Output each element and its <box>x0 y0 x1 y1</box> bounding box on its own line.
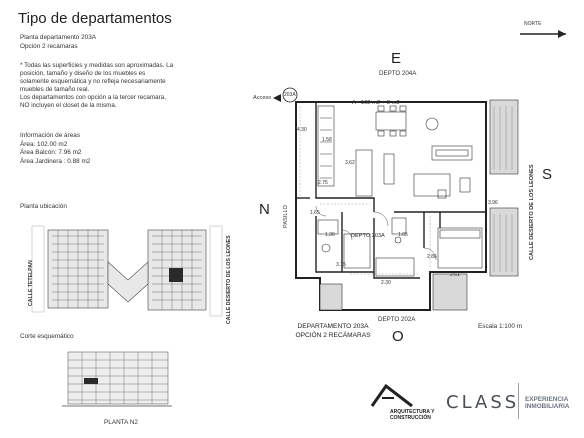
compass-north: N <box>259 201 270 218</box>
option-subtitle: Opción 2 recámaras <box>20 43 78 50</box>
dim-label: 1.58 <box>322 137 332 143</box>
area-tag: A= 102 m2 + 8 m2 <box>352 100 400 106</box>
coffee-table <box>413 173 451 197</box>
dim-label: 3.15 <box>336 262 346 268</box>
section-unit-marker <box>84 378 98 384</box>
area-heading: Información de áreas <box>20 132 81 139</box>
plan-subtitle: Planta departamento 203A <box>20 34 97 41</box>
access-label: Acceso <box>253 95 272 101</box>
balcony-lower <box>489 207 519 277</box>
note-line: muebles de tamaño real. <box>20 86 90 94</box>
area-info: Información de áreas Área: 102.00 m2 Áre… <box>20 132 90 167</box>
pasillo-label: PASILLO <box>283 205 289 228</box>
bed-main <box>437 227 483 269</box>
street-left-label: CALLE TETELPAN <box>28 260 34 306</box>
depto-mid-label: DEPTO 203A <box>351 233 385 239</box>
area-total: Área: 102.00 m2 <box>20 140 68 148</box>
page-title: Tipo de departamentos <box>18 10 172 27</box>
street-right-label: CALLE DESIERTO DE LOS LEONES <box>226 235 232 324</box>
note-line: NO incluyen el closet de la misma. <box>20 102 117 110</box>
section-heading: Corte esquemático <box>20 333 74 340</box>
caption-line2: OPCIÓN 2 RECÁMARAS <box>295 332 371 339</box>
section-drawing <box>62 351 172 407</box>
disclaimer-notes: * Todas las superficies y medidas son ap… <box>20 62 242 110</box>
scale-label: Escala 1:100 m <box>478 323 523 330</box>
dim-label: 4.30 <box>297 127 307 133</box>
access-arrow-icon <box>273 94 281 102</box>
dim-label: 1.65 <box>310 210 320 216</box>
note-line: * Todas las superficies y medidas son ap… <box>20 62 174 69</box>
arq-line2: CONSTRUCCIÓN <box>390 414 431 421</box>
area-balcon: Área Balcón: 7.96 m2 <box>20 149 82 157</box>
dim-label: 1.30 <box>325 232 335 238</box>
compass-south: S <box>542 166 553 183</box>
area-jardinera: Área Jardinera : 0.88 m2 <box>20 157 91 165</box>
class-logo: CLASS <box>446 392 520 413</box>
arquitectura-logo-icon <box>370 383 413 408</box>
location-plan <box>31 225 223 317</box>
north-label: NORTE <box>524 21 542 27</box>
street-plan-right-label: CALLE DESIERTO DE LOS LEONES <box>529 164 535 260</box>
dim-label: 2.75 <box>318 180 328 186</box>
caption-line1: DEPARTAMENTO 203A <box>297 323 369 330</box>
section-level: PLANTA N2 <box>104 419 138 426</box>
balcony-upper <box>489 99 519 175</box>
depto-top-label: DEPTO 204A <box>379 70 417 77</box>
dim-label: 3.96 <box>488 200 498 206</box>
unit-tag-circle <box>282 87 298 103</box>
dim-label: 2.30 <box>381 280 391 286</box>
exp-line2: INMOBILIARIA <box>525 403 570 411</box>
dim-label: 2.86 <box>427 254 437 260</box>
note-line: posición, tamaño y diseño de los muebles… <box>20 70 146 78</box>
dim-label: 1.05 <box>398 232 408 238</box>
note-line: solamente esquemática y no refleja neces… <box>20 78 166 86</box>
unit-tag: 203A <box>284 92 296 98</box>
dim-label: 2.61 <box>450 272 460 278</box>
compass-east: E <box>391 50 402 67</box>
compass-west: O <box>392 328 404 345</box>
note-line: Los departamentos con opción a la tercer… <box>20 94 166 102</box>
location-heading: Planta ubicación <box>20 203 67 210</box>
balcony-bottom <box>432 273 468 311</box>
brand-divider <box>518 383 519 419</box>
arquitectura-logo-text: ARQUITECTURA Y CONSTRUCCIÓN <box>390 409 435 421</box>
plan-caption: DEPARTAMENTO 203A OPCIÓN 2 RECÁMARAS <box>278 323 388 339</box>
exp-line1: EXPERIENCIA <box>525 396 569 403</box>
arq-line1: ARQUITECTURA Y <box>390 409 435 415</box>
depto-bottom-label: DEPTO 202A <box>378 316 416 323</box>
dim-label: 3.62 <box>345 160 355 166</box>
planter <box>319 283 343 311</box>
bed-second <box>375 257 415 277</box>
experiencia-logo: EXPERIENCIA INMOBILIARIA <box>525 396 569 411</box>
north-arrow-icon <box>520 30 566 38</box>
floor-plan <box>295 99 519 311</box>
unit-marker <box>169 268 183 282</box>
